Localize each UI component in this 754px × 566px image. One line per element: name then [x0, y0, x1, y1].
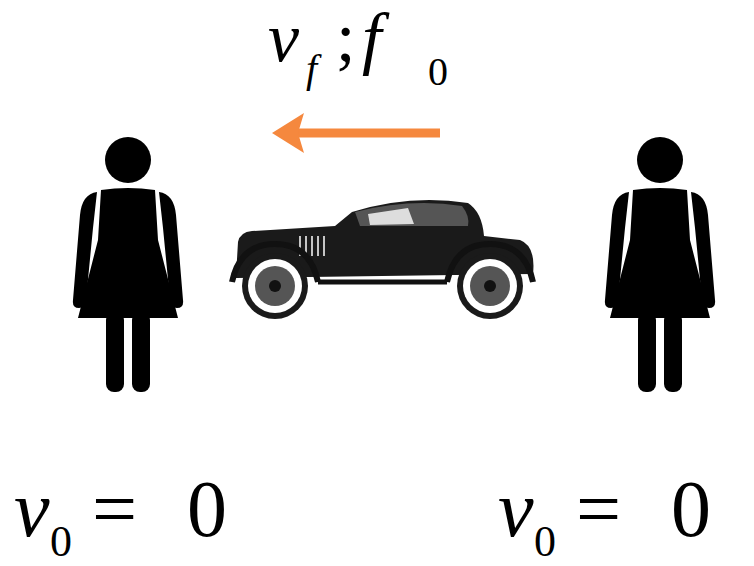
subscript: f	[306, 49, 317, 89]
head	[105, 137, 151, 183]
equation-value: = 0	[576, 469, 711, 549]
subscript: 0	[428, 52, 448, 92]
woman-figure	[73, 137, 183, 392]
head	[637, 137, 683, 183]
arm	[691, 192, 715, 308]
car-top	[355, 203, 468, 226]
separator: ;	[336, 3, 355, 73]
equation-value: = 0	[92, 469, 227, 549]
velocity-symbol: v	[14, 469, 50, 549]
car-window	[368, 208, 414, 225]
leg	[106, 312, 124, 392]
arm	[605, 192, 629, 308]
leg	[638, 312, 656, 392]
leg	[664, 312, 682, 392]
subscript: 0	[534, 520, 556, 564]
arm	[73, 192, 97, 308]
velocity-symbol: v	[268, 3, 299, 73]
car-illustration	[232, 200, 533, 319]
frequency-symbol: f	[362, 3, 381, 73]
arrow-shaft	[295, 129, 440, 138]
subscript: 0	[50, 520, 72, 564]
arrow-head	[272, 113, 304, 153]
arm	[159, 192, 183, 308]
velocity-symbol: v	[498, 469, 534, 549]
wheel	[242, 253, 308, 319]
velocity-arrow	[272, 113, 440, 153]
wheel	[457, 253, 523, 319]
running-board	[318, 280, 447, 285]
leg	[132, 312, 150, 392]
woman-figure	[605, 137, 715, 392]
